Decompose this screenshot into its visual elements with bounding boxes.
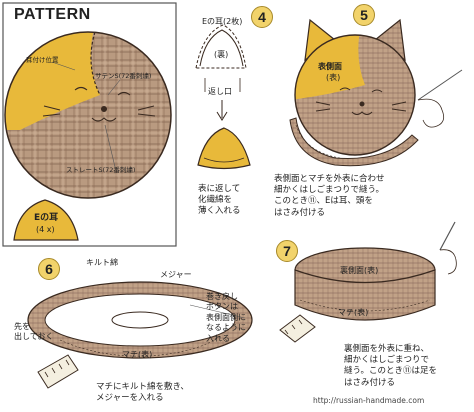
pattern-circle [5,32,171,198]
step5-caption-line2: 細かくはしごまつりで縫う。 [274,185,384,196]
step4-caption: 表に返して 化繊綿を 薄く入れる [198,184,241,218]
step-badge-7: 7 [276,240,298,262]
satin-stitch-label: サテンS(72番刺繍) [95,72,152,80]
step5-caption: 表側面とマチを外表に合わせ 細かくはしごまつりで縫う。 このとき⑪、Eは耳、頭を… [274,174,385,219]
ear-pattern-piece [13,199,79,241]
step-badge-6: 6 [38,258,60,280]
step5-caption-line4: はさみ付ける [274,207,326,218]
step7-caption: 裏側面を外表に重ね、 細かくはしごまつりで 縫う。このとき⑪は足を はさみ付ける [344,344,437,389]
step4-back-label: (裏) [214,50,229,59]
step5-caption-line1: 表側面とマチを外表に合わせ [274,174,385,184]
step4-caption-line3: 薄く入れる [198,206,241,217]
step7-gusset-label: マチ(表) [338,308,369,317]
ear-back-piece [195,24,247,69]
step7-caption-line2: 細かくはしごまつりで [344,355,430,366]
step7-assembled [279,221,457,343]
step5-caption-line3: このとき⑪、Eは耳、頭を [274,196,373,207]
ear-stuffed-piece [197,127,251,170]
step5-cat-head [289,18,463,167]
straight-stitch-label: ストレートS(72番刺繍) [66,166,136,174]
step7-caption-line4: はさみ付ける [344,377,396,388]
step5-side-label-2: (表) [326,73,341,82]
step6-button-line4: なるように [206,323,246,333]
ear-piece-name: Eの耳 [34,213,59,223]
step6-button-line3: 表側面側に [206,312,246,322]
ear-piece-count: (4 x) [36,225,55,234]
step6-caption-line2: メジャーを入れる [96,393,164,404]
step6-caption-line1: マチにキルト綿を敷き、 [96,382,189,392]
step7-caption-line3: 縫う。このとき⑪は足を [344,366,437,377]
step4-caption-line1: 表に返して [198,184,241,194]
pattern-title: PATTERN [14,6,91,23]
step6-tip-line1: 先を [14,322,30,331]
step6-button-note: 巻き戻し ボタンは 表側面側に なるように 入れる [206,292,246,344]
step6-tip-label: 先を 出しておく [14,322,54,342]
site-url[interactable]: http://russian-handmade.com [313,396,425,405]
step-badge-4: 4 [251,6,273,28]
step6-button-line2: ボタンは [206,302,238,312]
pattern-face [42,86,156,122]
step4-opening-label: 返し口 [208,87,232,96]
step6-button-line1: 巻き戻し [206,292,238,301]
step6-measure [27,281,253,389]
step5-side-label: 表側面 [318,62,342,71]
step4-ear-label: Eの耳(2枚) [202,17,243,26]
rewind-button [111,311,169,329]
pattern-box-border [2,2,177,247]
step-badge-5: 5 [353,4,375,26]
step7-caption-line1: 裏側面を外表に重ね、 [344,344,430,354]
step4-caption-line2: 化繊綿を [198,195,233,206]
step6-caption: マチにキルト綿を敷き、 メジャーを入れる [96,382,189,404]
step6-measure-label: メジャー [160,270,192,279]
step6-tip-line2: 出しておく [14,332,54,341]
step7-back-side-label: 裏側面(表) [340,266,379,275]
step6-button-line5: 入れる [206,333,230,343]
step6-batting-label: キルト綿 [86,258,118,267]
ear-mark-label: 耳付け位置 [26,56,59,64]
step6-gusset-label: マチ(表) [122,350,153,359]
